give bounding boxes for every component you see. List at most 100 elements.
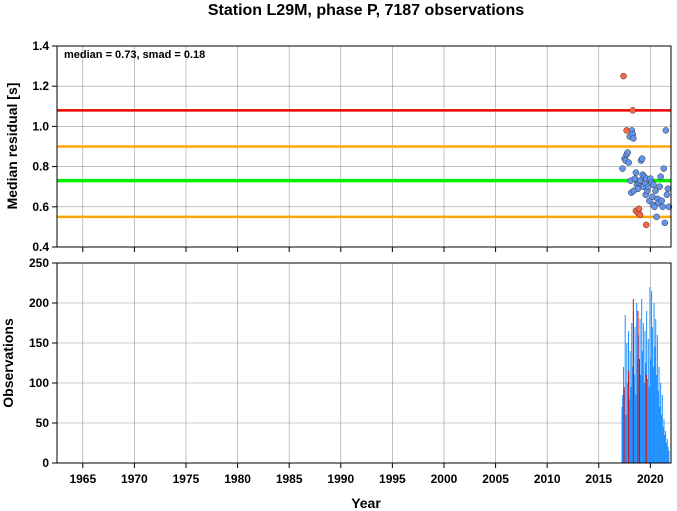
residual-point	[638, 155, 646, 162]
observations-bar	[656, 335, 658, 463]
observations-x-tick-label: 1965	[69, 472, 96, 486]
observations-y-tick-label: 250	[29, 256, 49, 270]
observations-x-tick-label: 1990	[327, 472, 354, 486]
observations-bar	[636, 303, 638, 463]
residual-y-tick-label: 1.0	[32, 119, 49, 133]
residual-point	[658, 197, 665, 205]
observations-bar	[668, 451, 670, 463]
observations-x-tick-label: 2010	[534, 472, 561, 486]
observations-bar	[651, 291, 653, 463]
observations-outlier-bar	[637, 311, 639, 463]
observations-bar	[628, 399, 630, 463]
residual-outlier-point	[620, 72, 627, 80]
observations-bar	[642, 323, 644, 463]
observations-y-tick-label: 150	[29, 336, 49, 350]
observations-y-tick-label: 200	[29, 296, 49, 310]
observations-bar	[623, 367, 625, 463]
residual-point	[663, 191, 671, 198]
residual-outlier-point	[635, 205, 643, 213]
residual-y-tick-label: 0.4	[32, 240, 49, 254]
residual-panel: 0.40.60.81.01.21.4 median = 0.73, smad =…	[4, 39, 673, 254]
observations-bar	[643, 383, 645, 463]
observations-bar	[647, 339, 649, 463]
observations-bar	[661, 395, 663, 463]
observations-x-tick-label: 2005	[482, 472, 509, 486]
residual-point	[665, 203, 673, 211]
observations-bar	[648, 387, 650, 463]
observations-y-ticks: 0 50 100 150 200 250	[29, 256, 57, 470]
observations-y-label: Observations	[0, 318, 16, 408]
observations-y-tick-label: 100	[29, 376, 49, 390]
observations-bar	[657, 391, 659, 463]
observations-outlier-bar	[645, 375, 647, 463]
observations-bar	[633, 375, 635, 463]
residual-y-ticks: 0.40.60.81.01.21.4	[32, 39, 57, 254]
observations-bar	[655, 319, 657, 463]
observations-bar	[656, 375, 658, 463]
observations-bar	[664, 435, 666, 463]
residual-outlier-point	[642, 221, 650, 229]
observations-bar	[635, 395, 637, 463]
observations-bar	[640, 375, 642, 463]
observations-x-tick-label: 2000	[431, 472, 458, 486]
residual-point	[661, 219, 669, 227]
residual-outlier-point	[629, 107, 637, 114]
observations-x-tick-label: 1995	[379, 472, 406, 486]
observations-bar	[652, 367, 654, 463]
residual-point	[624, 149, 631, 156]
residual-x-ticks	[82, 247, 651, 252]
residual-point	[619, 165, 626, 172]
residual-point	[625, 159, 632, 166]
observations-bar	[630, 387, 632, 463]
observations-bar	[641, 299, 643, 463]
residual-point	[653, 213, 660, 221]
observations-bar	[658, 367, 660, 463]
observations-bar	[625, 415, 627, 463]
observations-plot-area	[57, 263, 671, 463]
residual-point	[656, 183, 663, 190]
observations-x-tick-label: 1985	[276, 472, 303, 486]
residual-y-tick-label: 0.6	[32, 200, 49, 214]
residual-annotation: median = 0.73, smad = 0.18	[64, 49, 205, 61]
residual-point	[651, 203, 658, 211]
observations-x-tick-label: 2020	[637, 472, 664, 486]
observations-bar	[626, 343, 628, 463]
observations-bar	[653, 303, 655, 463]
observations-x-tick-label: 1975	[173, 472, 200, 486]
observations-x-tick-label: 2015	[585, 472, 612, 486]
observations-bar	[651, 327, 653, 463]
residual-outlier-point	[623, 127, 630, 134]
observations-bar	[642, 351, 644, 463]
residual-frame	[56, 45, 672, 248]
observations-y-tick-label: 50	[36, 416, 50, 430]
observations-bar	[654, 347, 656, 463]
residual-point	[657, 173, 664, 180]
observations-bar	[665, 443, 667, 463]
observations-bar	[634, 327, 636, 463]
observations-x-tick-label: 1970	[121, 472, 148, 486]
observations-bar	[629, 351, 631, 463]
observations-bar	[644, 331, 646, 463]
observations-bars	[621, 287, 670, 463]
residual-point	[659, 203, 666, 211]
residual-point	[664, 185, 672, 192]
observations-outlier-bar	[628, 371, 630, 463]
residual-point	[630, 135, 637, 142]
residual-y-tick-label: 1.4	[32, 39, 49, 53]
residual-point	[632, 169, 640, 176]
observations-bar	[627, 383, 629, 463]
observations-frame	[56, 262, 672, 464]
observations-bar	[663, 419, 665, 463]
residual-point	[662, 127, 670, 134]
observations-bar	[659, 407, 661, 463]
observations-outlier-bar	[639, 359, 641, 463]
observations-bar	[646, 379, 648, 463]
observations-y-tick-label: 0	[42, 456, 49, 470]
observations-bar	[665, 431, 667, 463]
residual-points	[619, 72, 673, 229]
observations-bar	[650, 359, 652, 463]
observations-bar	[622, 395, 624, 463]
observations-bar	[632, 367, 634, 463]
